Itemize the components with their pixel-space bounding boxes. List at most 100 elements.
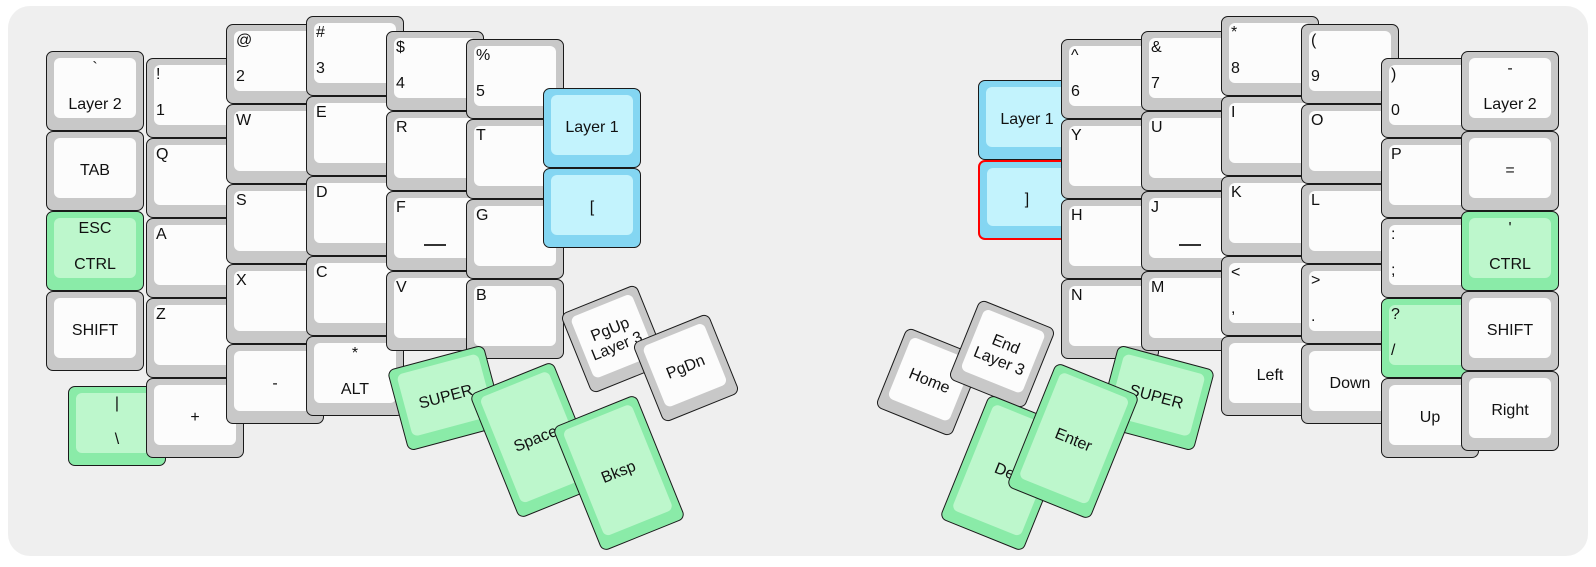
key-legend-shifted: * (1231, 24, 1238, 41)
key-left-pinky-outer-1[interactable]: TAB (46, 131, 144, 211)
key-legend-primary: X (236, 272, 247, 289)
key-right-pinky-outer-0[interactable]: -Layer 2 (1461, 51, 1559, 131)
key-legend-shifted: & (1151, 39, 1162, 56)
keycap-surface (1069, 206, 1151, 266)
key-legend-primary: 0 (1391, 102, 1400, 119)
key-legend-shifted: ! (156, 66, 161, 83)
key-legend-primary: SHIFT (71, 322, 119, 339)
key-legend-primary: Z (156, 306, 166, 323)
key-legend-primary: Up (1419, 409, 1441, 426)
key-legend-primary: 4 (396, 75, 405, 92)
key-legend-primary: 8 (1231, 60, 1240, 77)
keycap-surface (234, 351, 316, 411)
key-legend-primary: Right (1491, 402, 1529, 419)
key-legend-primary: G (476, 207, 489, 224)
keycap-surface (394, 38, 476, 98)
key-legend-shifted: ` (92, 60, 98, 77)
keycap-surface (154, 385, 236, 445)
keycap-surface (54, 218, 136, 278)
key-legend-shifted: ) (1391, 66, 1397, 83)
key-legend-primary: A (156, 226, 167, 243)
key-legend-shifted: ( (1311, 32, 1317, 49)
key-legend-primary: ] (1024, 191, 1030, 208)
keycap-surface (987, 168, 1067, 226)
keycap-surface (1149, 38, 1231, 98)
key-legend-shifted: | (114, 395, 120, 412)
key-legend-primary: \ (114, 431, 120, 448)
keycap-surface (1469, 218, 1551, 278)
key-legend-primary: T (476, 127, 486, 144)
key-legend-primary: Down (1329, 375, 1371, 392)
keycap-surface (154, 305, 236, 365)
key-left-index-inner-3[interactable]: B (466, 279, 564, 359)
key-legend-primary: K (1231, 184, 1242, 201)
keycap-surface (1229, 23, 1311, 83)
key-left-pinky-outer-0[interactable]: `Layer 2 (46, 51, 144, 131)
key-legend-shifted: * (351, 345, 359, 362)
keycap-surface (54, 138, 136, 198)
key-legend-primary: SHIFT (1486, 322, 1534, 339)
key-legend-primary: S (236, 192, 247, 209)
keycap-surface (1309, 111, 1391, 171)
key-legend-primary: C (316, 264, 328, 281)
key-legend-primary: = (1505, 162, 1515, 179)
keycap-surface (1389, 305, 1471, 365)
homing-bar-icon (424, 244, 446, 246)
key-legend-primary: Left (1256, 367, 1284, 384)
key-legend-primary: V (396, 279, 407, 296)
key-left-index-inner-0[interactable]: %5 (466, 39, 564, 119)
keycap-surface (551, 175, 633, 235)
key-legend-shifted: ? (1391, 306, 1400, 323)
key-legend-primary: F (396, 199, 406, 216)
key-legend-primary: H (1071, 207, 1083, 224)
keycap-surface (314, 23, 396, 83)
keycap-surface (394, 118, 476, 178)
key-legend-primary: Layer 1 (565, 119, 619, 136)
keycap-surface (1229, 183, 1311, 243)
keycap-surface (1069, 46, 1151, 106)
key-legend-primary: . (1311, 308, 1316, 325)
key-right-pinky-outer-1[interactable]: = (1461, 131, 1559, 211)
key-right-inner-thumbish-1[interactable]: ] (978, 160, 1076, 240)
key-legend-primary: Q (156, 146, 169, 163)
key-legend-primary: 5 (476, 83, 485, 100)
keycap-surface (1469, 138, 1551, 198)
key-right-index-0[interactable]: &7 (1141, 31, 1239, 111)
keycap-surface (154, 225, 236, 285)
key-right-pinky-outer-3[interactable]: SHIFT (1461, 291, 1559, 371)
key-left-inner-thumbish-0[interactable]: Layer 1 (543, 88, 641, 168)
keycap-surface (314, 103, 396, 163)
keycap-surface (314, 183, 396, 243)
key-left-pinky-outer-3[interactable]: SHIFT (46, 291, 144, 371)
key-right-inner-thumbish-0[interactable]: Layer 1 (978, 80, 1076, 160)
key-legend-primary: P (1391, 146, 1402, 163)
key-legend-primary: O (1311, 112, 1324, 129)
key-right-pinky-outer-4[interactable]: Right (1461, 371, 1559, 451)
key-legend-shifted: > (1311, 272, 1321, 289)
keycap-surface (394, 198, 476, 258)
keycap-surface (1149, 118, 1231, 178)
key-legend-primary: / (1391, 342, 1396, 359)
key-legend-primary: J (1151, 199, 1159, 216)
key-legend-primary: B (476, 287, 487, 304)
keycap-surface (234, 271, 316, 331)
keycap-surface (1389, 145, 1471, 205)
keycap-surface (234, 191, 316, 251)
keycap-surface (1149, 198, 1231, 258)
key-left-index-0[interactable]: $4 (386, 31, 484, 111)
key-legend-primary: W (236, 112, 252, 129)
key-legend-primary: 3 (316, 60, 325, 77)
keycap-surface (986, 87, 1068, 147)
key-right-pinky-outer-2[interactable]: 'CTRL (1461, 211, 1559, 291)
key-left-ring-0[interactable]: @2 (226, 24, 324, 104)
key-legend-primary: D (316, 184, 328, 201)
key-legend-primary: - (272, 375, 278, 392)
key-legend-primary: N (1071, 287, 1083, 304)
key-legend-primary: CTRL (74, 256, 116, 273)
keycap-surface (1309, 191, 1391, 251)
keycap-surface (1389, 225, 1471, 285)
key-legend-primary: ALT (340, 381, 370, 398)
key-left-inner-thumbish-1[interactable]: [ (543, 168, 641, 248)
